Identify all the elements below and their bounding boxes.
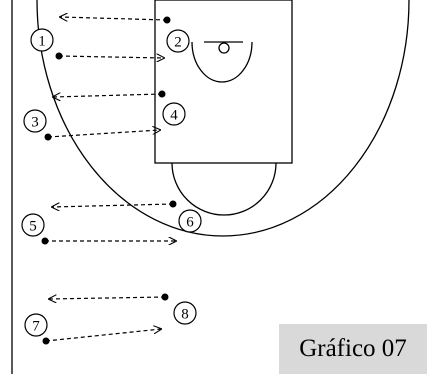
court-lines (11, 0, 410, 374)
arrow-3-to-4 (47, 130, 160, 138)
dot-4 (158, 90, 166, 98)
player-1: 1 (30, 28, 54, 52)
dot-1 (55, 52, 63, 60)
player-5-number: 5 (29, 219, 37, 235)
free-throw-semicircle (171, 162, 277, 216)
player-6: 6 (178, 209, 202, 233)
arrow-4-to-3 (53, 94, 163, 97)
player-3-number: 3 (31, 115, 39, 131)
restricted-arc (191, 41, 253, 83)
arrow-7-to-8 (45, 329, 161, 342)
player-8-number: 8 (181, 307, 189, 323)
dot-6 (169, 200, 177, 208)
player-4: 4 (162, 102, 186, 126)
origin-dots (41, 16, 177, 345)
player-4-number: 4 (170, 108, 178, 124)
arrow-1-to-2 (58, 56, 164, 58)
player-1-number: 1 (38, 34, 46, 50)
arrow-2-to-1 (60, 17, 168, 20)
arrow-6-to-5 (52, 204, 174, 207)
figure-caption: Gráfico 07 (279, 324, 427, 374)
arrow-8-to-7 (49, 297, 166, 299)
player-7: 7 (24, 313, 48, 337)
dot-8 (161, 293, 169, 301)
key-lane (154, 0, 293, 164)
player-8: 8 (173, 301, 197, 325)
three-point-arc (36, 0, 410, 237)
dot-5 (41, 237, 49, 245)
player-6-number: 6 (186, 215, 194, 231)
basket-rim (218, 42, 230, 54)
player-2: 2 (166, 29, 190, 53)
dot-3 (44, 133, 52, 141)
player-5: 5 (21, 213, 45, 237)
movement-arrows (45, 17, 176, 342)
dot-7 (42, 337, 50, 345)
dot-2 (163, 16, 171, 24)
player-2-number: 2 (174, 35, 182, 51)
player-3: 3 (23, 109, 47, 133)
player-7-number: 7 (32, 319, 40, 335)
